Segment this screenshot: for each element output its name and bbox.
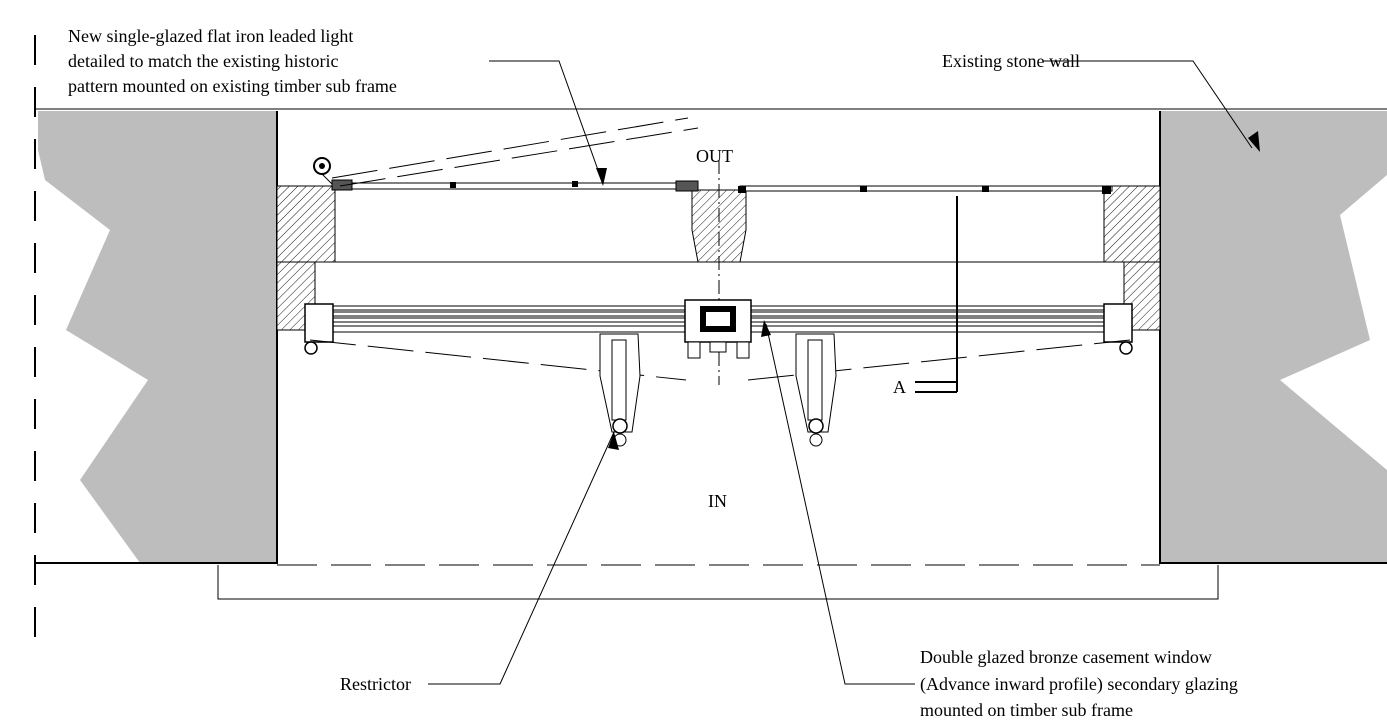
timber-sub-frame [276, 185, 1161, 331]
restrictor-label: Restrictor [340, 674, 411, 694]
leaded-light-glazing [313, 157, 1113, 194]
left-stone-wall [35, 111, 278, 564]
casement-label-line1: Double glazed bronze casement window [920, 647, 1212, 667]
leaded-light-label-line1: New single-glazed flat iron leaded light [68, 26, 353, 46]
casement-window [304, 299, 1133, 359]
section-marker-label: A [893, 377, 906, 397]
leader-lines [428, 60, 1253, 685]
leaded-light-label-line3: pattern mounted on existing timber sub f… [68, 76, 397, 96]
leaded-light-label-line2: detailed to match the existing historic [68, 51, 338, 71]
restrictor-stay-right [795, 333, 837, 447]
stone-wall-label: Existing stone wall [942, 51, 1080, 71]
in-label: IN [708, 491, 727, 511]
sill-outline [217, 565, 1219, 600]
out-label: OUT [696, 146, 733, 166]
casement-label-line3: mounted on timber sub frame [920, 700, 1133, 720]
section-marker-a [915, 196, 958, 393]
casement-label-line2: (Advance inward profile) secondary glazi… [920, 674, 1238, 695]
right-stone-wall [1159, 111, 1387, 564]
leader-arrowheads [596, 131, 1260, 450]
leaded-light-swing [331, 117, 699, 187]
restrictor-stay-left [599, 333, 641, 447]
